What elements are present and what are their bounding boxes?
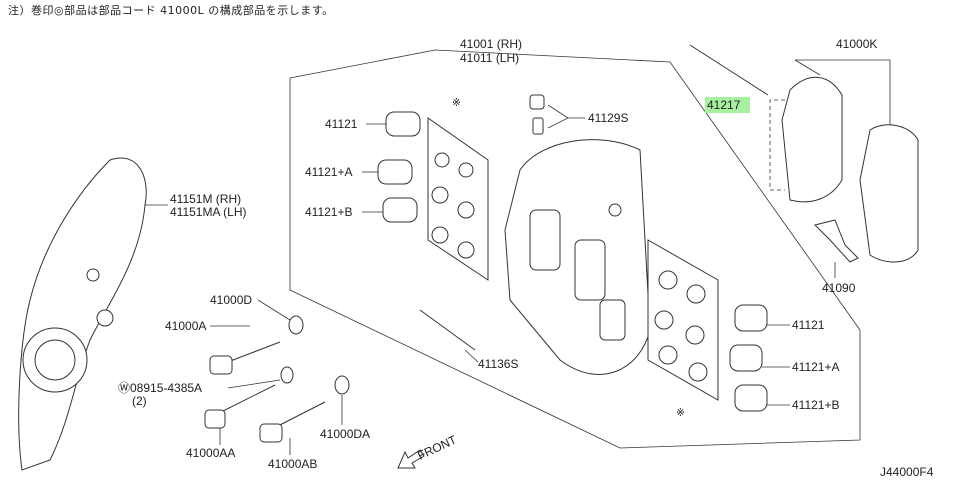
label-41000k: 41000K [836, 37, 877, 51]
pistons-right [729, 304, 768, 412]
bleeder-screw [529, 94, 545, 135]
label-41000a: 41000A [165, 319, 206, 333]
label-41090: 41090 [822, 281, 856, 295]
mounting-bolts [204, 309, 476, 443]
label-41000ab: 41000AB [268, 457, 317, 471]
footnote: 注）巻印◎部品は部品コード 41000L の構成部品を示します。 [8, 4, 334, 17]
label-41011: 41011 (LH) [460, 51, 519, 65]
label-qty-2: (2) [132, 394, 147, 408]
label-41000da: 41000DA [320, 427, 370, 441]
brake-pads [781, 76, 919, 263]
label-41151m: 41151M (RH) [170, 192, 241, 206]
label-41129s: 41129S [588, 111, 628, 125]
star-mark-left: ※ [452, 97, 461, 109]
label-08915: Ⓦ08915-4385A [118, 381, 202, 395]
highlight-41217 [705, 97, 750, 113]
label-41121b-right: 41121+B [792, 398, 840, 412]
seal-kit-left [427, 117, 489, 281]
seal-kit-right [647, 239, 719, 401]
label-41121-right: 41121 [792, 318, 825, 332]
dust-shield [18, 157, 147, 471]
label-41151ma: 41151MA (LH) [170, 205, 246, 219]
pad-pin [689, 44, 769, 96]
label-front: FRONT [415, 432, 459, 462]
label-41217: 41217 [707, 98, 741, 112]
label-41121a-left: 41121+A [305, 165, 353, 179]
front-arrow-icon [397, 449, 425, 469]
label-41121b-left: 41121+B [305, 205, 353, 219]
label-41121a-right: 41121+A [792, 360, 840, 374]
washers [280, 315, 350, 395]
label-41001: 41001 (RH) [460, 37, 522, 51]
star-mark-right: ※ [676, 407, 685, 419]
pistons-left [377, 111, 421, 223]
assembly-frame [289, 49, 861, 449]
caliper-body [504, 139, 651, 375]
pad-spring-clip [814, 219, 859, 263]
label-41136s: 41136S [478, 357, 518, 371]
label-41000aa: 41000AA [186, 446, 235, 460]
label-41121-left: 41121 [325, 117, 358, 131]
diagram-code: J44000F4 [880, 465, 934, 479]
label-41000d: 41000D [210, 293, 252, 307]
